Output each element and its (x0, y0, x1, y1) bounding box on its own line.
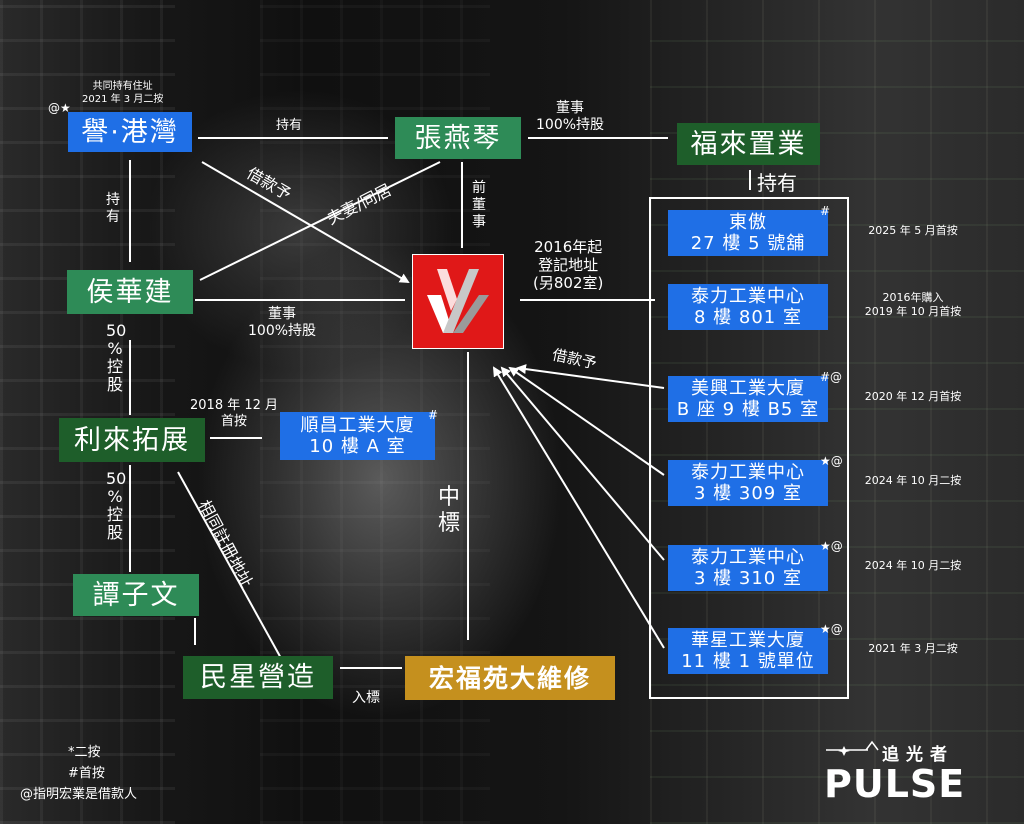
property-date: 2025 年 5 月首按 (868, 224, 958, 237)
node-yu-kong-wan: 譽·港灣 (68, 112, 192, 152)
shun-cheong-mark: # (428, 408, 439, 422)
property-unit: 泰力工業中心 3 樓 310 室 (668, 545, 828, 591)
property-unit: 美興工業大廈 B 座 9 樓 B5 室 (668, 376, 828, 422)
property-unit: 東傲 27 樓 5 號舖 (668, 210, 828, 256)
legend: *二按 #首按 @指明宏業是借款人 (20, 742, 137, 805)
yu-mark: @★ (48, 101, 71, 115)
property-unit: 泰力工業中心 3 樓 309 室 (668, 460, 828, 506)
line-taili309-logo (508, 366, 665, 476)
company-logo (413, 255, 503, 348)
pulse-english-name: PULSE (824, 762, 966, 806)
node-hau-wah-kin: 侯華建 (67, 270, 193, 314)
line-taili310-logo (500, 366, 665, 561)
property-unit-text: 泰力工業中心 8 樓 801 室 (691, 286, 805, 328)
label-reg-addr: 2016年起 登記地址 (另802室) (533, 238, 604, 292)
property-date: 2024 年 10 月二按 (864, 474, 962, 487)
label-chi-you-fook: 持有 (757, 171, 797, 195)
property-unit-text: 泰力工業中心 3 樓 309 室 (691, 462, 805, 504)
label-qian-dong-shi: 前 董 事 (472, 180, 486, 230)
property-mark: ★@ (820, 622, 843, 636)
label-ru-biao: 入標 (352, 690, 380, 706)
property-mark: #@ (820, 370, 843, 384)
property-unit-text: 泰力工業中心 3 樓 310 室 (691, 547, 805, 589)
line-meihing-logo (516, 364, 665, 389)
label-zhong-biao: 中 標 (437, 485, 460, 536)
property-unit-text: 美興工業大廈 B 座 9 樓 B5 室 (676, 378, 820, 420)
node-tam-tsz-man: 譚子文 (73, 574, 199, 616)
label-chi-you-top: 持有 (276, 118, 303, 133)
property-mark: ★@ (820, 539, 843, 553)
property-date: 2024 年 10 月二按 (864, 559, 962, 572)
pulse-logo: 追光者 PULSE (822, 740, 982, 810)
line-lee-man (177, 471, 283, 661)
legend-item-second-mortgage: *二按 (68, 745, 101, 760)
line-cheung-hau (199, 161, 441, 281)
node-shun-cheong: 順昌工業大廈 10 樓 A 室 (280, 412, 435, 460)
property-date: 2020 年 12 月首按 (864, 390, 962, 403)
property-mark: ★@ (820, 454, 843, 468)
node-lee-loi: 利來拓展 (59, 418, 205, 462)
label-director-hau: 董事 100%持股 (248, 306, 317, 339)
pulse-chinese-name: 追光者 (882, 745, 954, 765)
property-unit-text: 東傲 27 樓 5 號舖 (690, 212, 806, 254)
node-fook-loi: 福來置業 (677, 123, 820, 165)
label-shun-cheong-date: 2018 年 12 月 首按 (190, 398, 279, 429)
property-unit: 泰力工業中心 8 樓 801 室 (668, 284, 828, 330)
property-unit: 華星工業大廈 11 樓 1 號單位 (668, 628, 828, 674)
shun-cheong-text: 順昌工業大廈 10 樓 A 室 (300, 415, 415, 457)
legend-item-first-mortgage: #首按 (68, 766, 105, 781)
node-cheung-yin-kam: 張燕琴 (395, 117, 521, 159)
label-kong-gu-1: 50 % 控 股 (106, 321, 127, 394)
property-unit-text: 華星工業大廈 11 樓 1 號單位 (681, 630, 815, 672)
property-date: 2021 年 3 月二按 (868, 642, 958, 655)
legend-item-borrower: @指明宏業是借款人 (20, 787, 138, 802)
node-wang-fuk-repair: 宏福苑大維修 (405, 656, 615, 700)
property-mark: # (820, 204, 831, 218)
label-kong-gu-2: 50 % 控 股 (106, 469, 127, 542)
label-chi-you-left: 持 有 (106, 192, 120, 225)
properties-bracket (649, 197, 849, 699)
line-wahsing-logo (492, 366, 665, 649)
line-yu-logo (201, 161, 410, 284)
pulse-logo-mark-icon (826, 740, 879, 756)
property-date: 2016年購入 2019 年 10 月首按 (864, 291, 962, 318)
label-director-fook: 董事 100%持股 (536, 100, 605, 133)
yu-note-label: 共同持有住址 2021 年 3 月二按 (82, 81, 164, 105)
node-man-sing: 民星營造 (183, 656, 333, 699)
logo-v-mark-icon (427, 269, 489, 333)
